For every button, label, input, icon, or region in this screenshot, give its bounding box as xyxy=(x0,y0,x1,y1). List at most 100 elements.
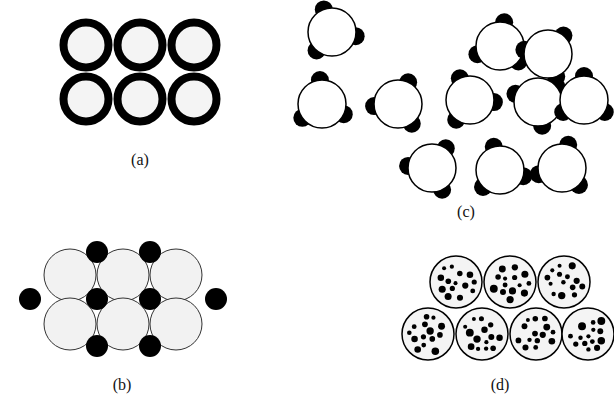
ring-particle xyxy=(64,23,109,68)
ring-particle xyxy=(118,77,163,122)
inclusion-dot xyxy=(527,338,531,342)
inclusion-dot xyxy=(437,332,443,338)
inclusion-dot xyxy=(463,325,467,329)
particle-outline xyxy=(484,256,536,308)
ring-particle xyxy=(118,23,163,68)
particle-outline xyxy=(562,308,614,360)
inclusion-dot xyxy=(526,318,530,322)
ring-particle xyxy=(64,77,109,122)
inclusion-dot xyxy=(506,296,513,303)
filled-particle xyxy=(456,308,508,360)
inclusion-dot xyxy=(439,286,446,293)
inclusion-dot xyxy=(432,347,440,355)
filled-particle xyxy=(538,256,590,308)
decorated-particle xyxy=(293,71,352,128)
decorated-particle xyxy=(515,27,572,86)
panel-letter: (a) xyxy=(131,151,149,168)
panel-label: (b) xyxy=(113,376,132,394)
inclusion-dot xyxy=(574,278,580,284)
inclusion-dot xyxy=(445,293,452,300)
inclusion-dot xyxy=(457,295,463,301)
inclusion-dot xyxy=(411,336,418,343)
inclusion-dot xyxy=(472,279,477,284)
small-particle xyxy=(19,288,41,310)
inclusion-dot xyxy=(496,335,502,341)
inclusion-dot xyxy=(598,337,606,345)
inclusion-dot xyxy=(438,275,445,282)
inclusion-dot xyxy=(578,322,586,330)
decorated-particle xyxy=(530,136,588,194)
inclusion-dot xyxy=(568,334,573,339)
particle-core xyxy=(560,76,608,124)
inclusion-dot xyxy=(424,314,430,320)
particle-core xyxy=(308,8,356,56)
inclusion-dot xyxy=(512,275,517,280)
decorated-particle xyxy=(474,138,532,196)
inclusion-dot xyxy=(481,326,487,332)
inclusion-dot xyxy=(431,316,435,320)
inclusion-dot xyxy=(468,343,475,350)
inclusion-dot xyxy=(484,340,488,344)
inclusion-dot xyxy=(590,339,595,344)
inclusion-dot xyxy=(484,346,488,350)
inclusion-dot xyxy=(521,289,528,296)
panel-letter: (d) xyxy=(491,376,510,393)
inclusion-dot xyxy=(457,271,462,276)
inclusion-dot xyxy=(535,338,540,343)
particle-core xyxy=(538,144,586,192)
inclusion-dot xyxy=(500,289,506,295)
inclusion-dot xyxy=(586,347,590,351)
inclusion-dot xyxy=(551,330,556,335)
inclusion-dot xyxy=(499,266,506,273)
particle-core xyxy=(374,80,422,128)
inclusion-dot xyxy=(503,283,508,288)
inclusion-dot xyxy=(490,345,496,351)
inclusion-dot xyxy=(488,322,493,327)
inclusion-dot xyxy=(545,275,551,281)
inclusion-dot xyxy=(429,336,435,342)
inclusion-dot xyxy=(509,287,516,294)
decorated-particle xyxy=(365,73,422,132)
filled-particle xyxy=(484,256,536,308)
inclusion-dot xyxy=(512,264,518,270)
inclusion-dot xyxy=(472,317,476,321)
inclusion-dot xyxy=(578,335,582,339)
inclusion-dot xyxy=(557,272,562,277)
inclusion-dot xyxy=(426,327,433,334)
inclusion-dot xyxy=(551,292,555,296)
inclusion-dot xyxy=(490,285,498,293)
small-particle xyxy=(139,288,161,310)
inclusion-dot xyxy=(412,324,417,329)
panel-label: (d) xyxy=(491,376,510,394)
inclusion-dot xyxy=(470,288,475,293)
inclusion-dot xyxy=(422,321,428,327)
decorated-particle xyxy=(468,13,527,70)
inclusion-dot xyxy=(579,284,585,290)
filled-particle xyxy=(510,308,562,360)
inclusion-dot xyxy=(462,282,468,288)
particle-core xyxy=(446,76,494,124)
small-particle xyxy=(86,288,108,310)
inclusion-dot xyxy=(445,278,451,284)
inclusion-dot xyxy=(467,271,474,278)
particle-core xyxy=(476,146,524,194)
decorated-particle xyxy=(446,69,503,128)
ring-particle xyxy=(172,77,217,122)
inclusion-dot xyxy=(533,345,538,350)
inclusion-dot xyxy=(561,280,565,284)
inclusion-dot xyxy=(542,316,548,322)
inclusion-dot xyxy=(532,331,538,337)
particle-core xyxy=(298,80,346,128)
ring-particle xyxy=(172,23,217,68)
inclusion-dot xyxy=(473,335,480,342)
inclusion-dot xyxy=(421,334,426,339)
inclusion-dot xyxy=(594,345,600,351)
inclusion-dot xyxy=(454,281,458,285)
panel-letter: (c) xyxy=(457,203,475,220)
inclusion-dot xyxy=(549,282,553,286)
inclusion-dot xyxy=(565,274,570,279)
decorated-particle xyxy=(554,67,614,124)
inclusion-dot xyxy=(407,331,412,336)
inclusion-dot xyxy=(586,334,590,338)
